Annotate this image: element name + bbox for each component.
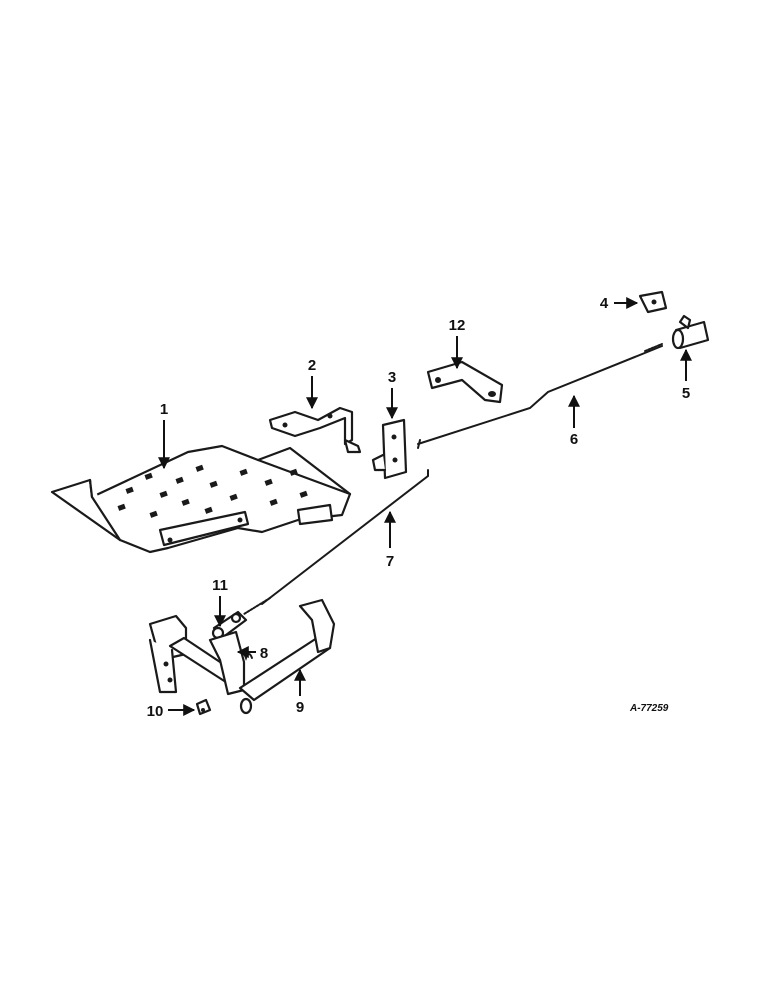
- callout-10: 10: [147, 703, 164, 720]
- floor-plate-part: [50, 444, 352, 554]
- callout-6: 6: [570, 431, 578, 448]
- rod-part-7: [243, 469, 429, 615]
- callout-labels: 1 2 3 4 5 6 7 8 9 10 11 12: [147, 295, 691, 720]
- callout-7: 7: [386, 553, 394, 570]
- nut-part-10: [195, 698, 212, 716]
- plate-part-3: [371, 418, 408, 480]
- callout-8: 8: [260, 645, 268, 662]
- bracket-part-2: [268, 406, 362, 454]
- callout-3: 3: [388, 369, 396, 386]
- pedal-assembly-part-9: [148, 598, 336, 715]
- rod-part-6: [417, 343, 663, 449]
- callout-4: 4: [600, 295, 609, 312]
- callout-5: 5: [682, 385, 690, 402]
- clip-part-4: [638, 290, 668, 314]
- adjuster-part-5: [671, 314, 710, 350]
- callout-12: 12: [449, 317, 466, 334]
- angle-bracket-part-12: [426, 360, 504, 404]
- callout-2: 2: [308, 357, 316, 374]
- callout-9: 9: [296, 699, 304, 716]
- callout-1: 1: [160, 401, 168, 418]
- reference-number: A-77259: [629, 703, 669, 714]
- callout-11: 11: [212, 577, 228, 594]
- leader-lines: [158, 297, 692, 716]
